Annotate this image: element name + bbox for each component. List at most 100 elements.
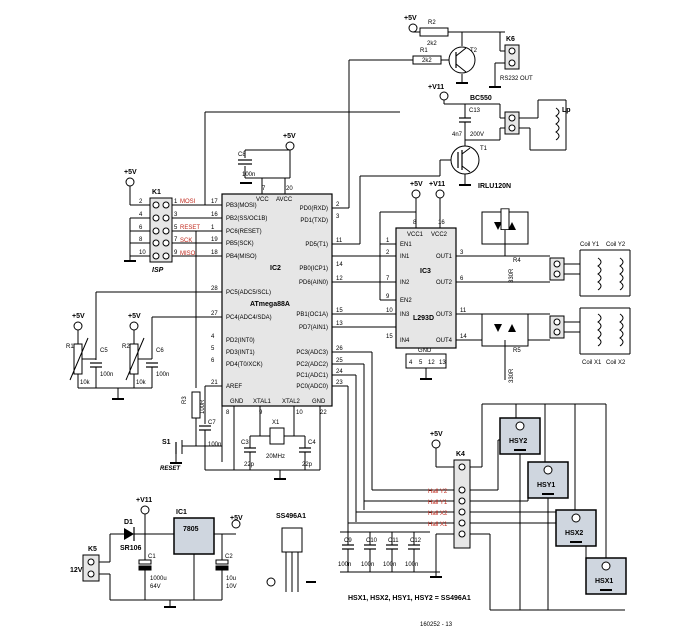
c13-value1: 4n7	[452, 132, 463, 138]
ic2-pin-label: PC5(ADC5/SCL)	[226, 290, 271, 296]
ic1-value: 7805	[183, 526, 199, 533]
coil-x1-label: Coil X1	[582, 360, 602, 366]
ic2-pin-label: PC1(ADC1)	[296, 373, 328, 379]
k5-value: 12V	[70, 567, 83, 574]
ic2-pin-label: PD0(RXD)	[300, 206, 328, 212]
psu-vcc: +5V	[230, 515, 243, 522]
crystal-circuit: X1 20MHz C3 22p C4 22p	[204, 418, 321, 480]
lp-label: Lp	[562, 107, 571, 114]
ic2-pin-label: PD6(AIN0)	[299, 280, 328, 286]
c4-label: C4	[308, 440, 316, 446]
isp-pin	[152, 252, 160, 260]
ic2-body	[221, 193, 333, 407]
isp-wires	[172, 111, 400, 257]
ic2-pin-number: 28	[211, 286, 218, 292]
ic2-ref: IC2	[270, 265, 281, 272]
ic2-pin-number: 19	[211, 237, 218, 243]
isp-signal-sck: SCK	[180, 238, 192, 244]
tr2-label: R2	[428, 20, 436, 26]
c2-label: C2	[225, 554, 233, 560]
ic2-pin-number: 21	[211, 380, 218, 386]
isp-signal-reset: RESET	[180, 225, 200, 231]
ic2-pin-number: 14	[336, 262, 343, 268]
ic3-gnd-4: 4	[409, 360, 413, 366]
isp-pin-number: 4	[139, 212, 143, 218]
isp-pin	[162, 252, 170, 260]
isp-pin	[162, 214, 170, 222]
isp-pin	[162, 201, 170, 209]
ic2-right-pins: PD0(RXD)2PD1(TXD)3PD5(T1)11PB0(ICP1)14PD…	[296, 202, 343, 390]
hall-y2-label: Hall Y2	[428, 489, 448, 495]
r4-label: R4	[513, 258, 521, 264]
ic3-vcc1: VCC1	[407, 232, 424, 238]
ic2-supply: +5V C8 100n	[238, 133, 296, 184]
isp-pin-number: 3	[174, 212, 178, 218]
footer-code: 160252 - 13	[420, 622, 453, 628]
hall-note: HSX1, HSX2, HSY1, HSY2 = SS496A1	[348, 595, 471, 602]
ic2-pin-10: 10	[296, 410, 303, 416]
ic2-pin-number: 25	[336, 358, 343, 364]
c13-value2: 200V	[470, 132, 484, 138]
r2-value: 10k	[136, 380, 147, 386]
r3-label: R3	[182, 396, 188, 404]
tr1-label: R1	[420, 48, 428, 54]
vcc-symbol	[285, 141, 295, 151]
mosfet-v11: +V11	[428, 84, 444, 91]
isp-pin	[152, 201, 160, 209]
ic3-pin-label: OUT2	[436, 280, 453, 286]
hsx2-label: HSX2	[565, 530, 583, 537]
ic2-pin-number: 18	[211, 250, 218, 256]
c5-value: 100n	[100, 372, 113, 378]
ic2-pin-number: 11	[336, 238, 343, 244]
ic2-pin-label: PB1(OC1A)	[296, 312, 328, 318]
sensor-title: SS496A1	[276, 513, 306, 520]
hall-sensor-hsy2: HSY2	[499, 417, 541, 455]
k4-pin	[458, 508, 466, 516]
ic2-pin-label: AREF	[226, 384, 242, 390]
ic3-gnd: GND	[418, 348, 432, 354]
k4-pin	[458, 519, 466, 527]
ic2-pin-number: 4	[211, 334, 215, 340]
rs232-vcc: +5V	[404, 15, 417, 22]
t2-value: BC550	[470, 95, 492, 102]
ic2-pin-label: PB3(MOSI)	[226, 203, 257, 209]
ic3-pin-label: OUT4	[436, 338, 453, 344]
isp-pin	[162, 239, 170, 247]
ic2-pin-7: 7	[262, 186, 266, 192]
ic2-pin-vcc-label: VCC	[256, 197, 269, 203]
ic3-body	[395, 227, 457, 349]
isp-pin	[152, 239, 160, 247]
ic2-pin-22: 22	[320, 410, 327, 416]
ic2-pin-xtal1-label: XTAL1	[253, 399, 272, 405]
potentiometers: +5V +5V R1 10k R2 10k C5 100n C6 100n	[66, 291, 222, 400]
isp-pin-number: 1	[174, 199, 178, 205]
c12-label: C12	[410, 538, 422, 544]
r1-value: 10k	[80, 380, 91, 386]
ic3-pin-number: 7	[386, 276, 390, 282]
ic2-pin-label: PD1(TXD)	[300, 218, 328, 224]
ic3-pin-16: 16	[438, 220, 445, 226]
psu-v11: +V11	[136, 497, 152, 504]
ic2-pin-label: PD3(INT1)	[226, 350, 255, 356]
c11-label: C11	[388, 538, 399, 544]
c6-label: C6	[156, 348, 164, 354]
isp-pin-number: 8	[139, 237, 143, 243]
isp-pin-number: 6	[139, 225, 143, 231]
ic2-pin-label: PC6(RESET)	[226, 229, 262, 235]
ic2-left-pins: PB3(MOSI)17PB2(SS/OC1B)16PC6(RESET)1PB5(…	[211, 199, 272, 390]
c7-label: C7	[208, 420, 216, 426]
coil-y2-label: Coil Y2	[606, 242, 626, 248]
c3-label: C3	[241, 440, 249, 446]
r4-value: 330R	[509, 268, 515, 283]
isp-pin-number: 5	[174, 225, 178, 231]
ic3-vcc-label: +5V	[410, 181, 423, 188]
coil-y1-label: Coil Y1	[580, 242, 600, 248]
ic3-pin-label: EN2	[400, 298, 412, 304]
r5-label: R5	[513, 348, 521, 354]
tr2-value: 2k2	[427, 41, 437, 47]
ic3-pin-label: OUT3	[436, 312, 453, 318]
r1-label: R1	[66, 344, 74, 350]
